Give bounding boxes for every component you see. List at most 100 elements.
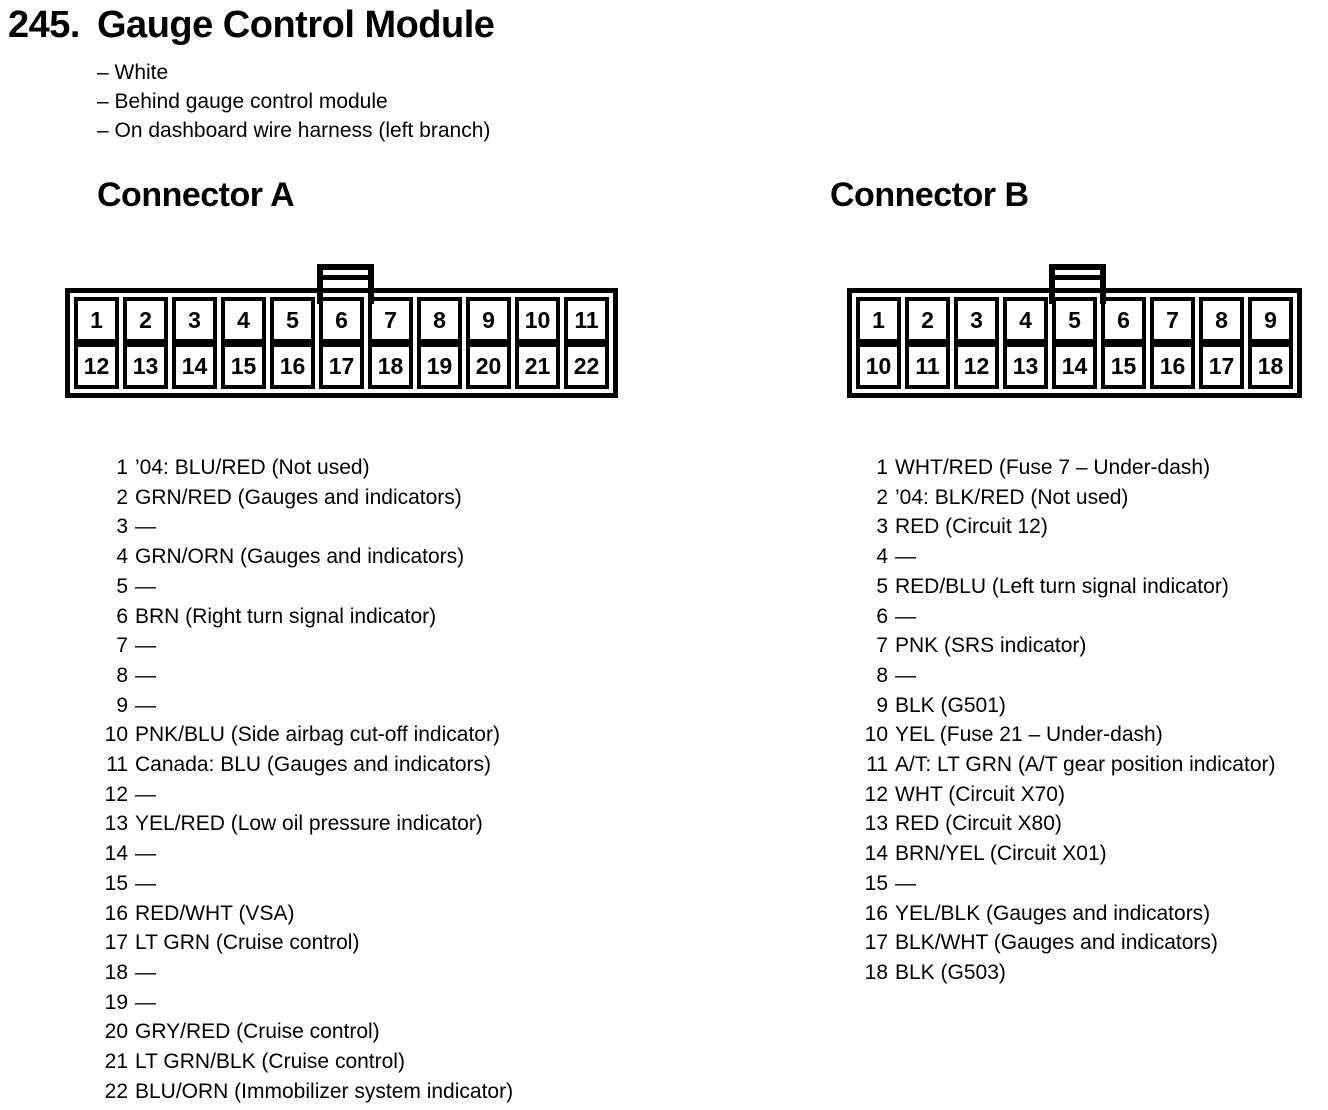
pin-cell-number: 4 xyxy=(237,306,250,333)
connector-pin-cell: 8 xyxy=(417,297,462,343)
pin-number: 17 xyxy=(864,931,888,955)
pin-list-item: 15 — xyxy=(858,869,1275,899)
connector-b-row-1: 1 2 3 4 5 6 7 8 9 xyxy=(856,297,1293,343)
pin-description: — xyxy=(895,545,916,569)
pin-number: 12 xyxy=(104,782,128,806)
pin-number: 17 xyxy=(104,931,128,955)
pin-description: BRN/YEL (Circuit X01) xyxy=(895,842,1107,866)
pin-list-item: 8 — xyxy=(858,661,1275,691)
pin-list-item: 7 — xyxy=(98,631,513,661)
pin-cell-number: 20 xyxy=(475,352,502,379)
pin-cell-number: 16 xyxy=(1159,352,1186,379)
pin-number: 7 xyxy=(116,634,128,658)
pin-number: 2 xyxy=(876,485,888,509)
pin-description: — xyxy=(135,842,156,866)
connector-pin-cell: 14 xyxy=(172,343,217,389)
pin-list-item: 14 — xyxy=(98,839,513,869)
pin-description: — xyxy=(135,871,156,895)
pin-cell-number: 22 xyxy=(573,352,600,379)
pin-description: YEL (Fuse 21 – Under-dash) xyxy=(895,723,1163,747)
pin-number: 1 xyxy=(876,456,888,479)
pin-number: 22 xyxy=(104,1079,128,1103)
pin-number: 9 xyxy=(116,693,128,717)
connector-pin-cell: 2 xyxy=(905,297,950,343)
connector-pin-cell: 3 xyxy=(954,297,999,343)
pin-number: 18 xyxy=(104,960,128,984)
pin-number: 18 xyxy=(864,960,888,984)
pin-description: — xyxy=(135,634,156,658)
pin-description: — xyxy=(135,574,156,598)
pin-list-item: 5 — xyxy=(98,572,513,602)
connector-pin-cell: 17 xyxy=(1199,343,1244,389)
pin-description: BRN (Right turn signal indicator) xyxy=(135,604,437,628)
pin-description: LT GRN (Cruise control) xyxy=(135,931,360,955)
pin-list-item: 12 — xyxy=(98,780,513,810)
pin-list-item: 9 BLK (G501) xyxy=(858,691,1275,721)
pin-cell-number: 14 xyxy=(1061,352,1088,379)
pin-number: 21 xyxy=(104,1050,128,1074)
pin-list-item: 16 YEL/BLK (Gauges and indicators) xyxy=(858,899,1275,929)
pin-description: BLK (G503) xyxy=(895,960,1006,984)
pin-description: ’04: BLU/RED (Not used) xyxy=(135,456,370,479)
connector-a-diagram: 1 2 3 4 5 6 7 8 9 10 11 12 13 14 15 xyxy=(65,264,618,398)
connector-pin-cell: 13 xyxy=(123,343,168,389)
pin-number: 15 xyxy=(864,871,888,895)
pin-list-item: 4 — xyxy=(858,542,1275,572)
pin-cell-number: 12 xyxy=(963,352,990,379)
pin-cell-number: 3 xyxy=(188,306,201,333)
pin-cell-number: 3 xyxy=(970,306,983,333)
connector-pin-cell: 10 xyxy=(856,343,901,389)
pin-cell-number: 2 xyxy=(921,306,934,333)
pin-list-item: 3 — xyxy=(98,512,513,542)
pin-description: YEL/RED (Low oil pressure indicator) xyxy=(135,812,483,836)
connector-pin-cell: 1 xyxy=(74,297,119,343)
pin-number: 13 xyxy=(104,812,128,836)
note-line: – White xyxy=(97,61,169,84)
pin-number: 4 xyxy=(116,545,128,569)
connector-a-heading: Connector A xyxy=(97,176,295,214)
pin-list-item: 17 LT GRN (Cruise control) xyxy=(98,928,513,958)
pin-cell-number: 15 xyxy=(1110,352,1137,379)
connector-a-pin-list: 1 ’04: BLU/RED (Not used) 2 GRN/RED (Gau… xyxy=(98,453,513,1106)
connector-pin-cell: 12 xyxy=(74,343,119,389)
pin-list-item: 6 BRN (Right turn signal indicator) xyxy=(98,602,513,632)
pin-list-item: 7 PNK (SRS indicator) xyxy=(858,631,1275,661)
pin-number: 14 xyxy=(104,842,128,866)
pin-number: 5 xyxy=(876,574,888,598)
pin-number: 13 xyxy=(864,812,888,836)
pin-number: 5 xyxy=(116,574,128,598)
pin-number: 11 xyxy=(106,753,128,777)
pin-cell-number: 17 xyxy=(1208,352,1235,379)
pin-list-item: 1 WHT/RED (Fuse 7 – Under-dash) xyxy=(858,453,1275,483)
pin-number: 12 xyxy=(864,782,888,806)
connector-pin-cell: 5 xyxy=(270,297,315,343)
pin-description: LT GRN/BLK (Cruise control) xyxy=(135,1050,405,1074)
pin-number: 6 xyxy=(116,604,128,628)
pin-cell-number: 15 xyxy=(230,352,257,379)
connector-a-lock-tab xyxy=(317,264,374,304)
pin-number: 6 xyxy=(876,604,888,628)
pin-list-item: 10 YEL (Fuse 21 – Under-dash) xyxy=(858,720,1275,750)
connector-pin-cell: 13 xyxy=(1003,343,1048,389)
pin-list-item: 13 YEL/RED (Low oil pressure indicator) xyxy=(98,809,513,839)
pin-list-item: 15 — xyxy=(98,869,513,899)
pin-list-item: 20 GRY/RED (Cruise control) xyxy=(98,1017,513,1047)
lock-tab-bar xyxy=(1055,275,1100,280)
pin-description: RED (Circuit X80) xyxy=(895,812,1062,836)
pin-list-item: 5 RED/BLU (Left turn signal indicator) xyxy=(858,572,1275,602)
pin-number: 3 xyxy=(116,515,128,539)
connector-pin-cell: 3 xyxy=(172,297,217,343)
pin-list-item: 11 A/T: LT GRN (A/T gear position indica… xyxy=(858,750,1275,780)
pin-number: 10 xyxy=(104,723,128,747)
connector-pin-cell: 7 xyxy=(1150,297,1195,343)
pin-list-item: 18 — xyxy=(98,958,513,988)
page-title: Gauge Control Module xyxy=(97,4,495,46)
pin-number: 1 xyxy=(116,456,128,479)
pin-description: — xyxy=(135,693,156,717)
connector-b-heading: Connector B xyxy=(830,176,1029,214)
pin-number: 4 xyxy=(876,545,888,569)
pin-description: PNK (SRS indicator) xyxy=(895,634,1087,658)
connector-a-row-1: 1 2 3 4 5 6 7 8 9 10 11 xyxy=(74,297,609,343)
connector-pin-cell: 20 xyxy=(466,343,511,389)
pin-number: 16 xyxy=(104,901,128,925)
